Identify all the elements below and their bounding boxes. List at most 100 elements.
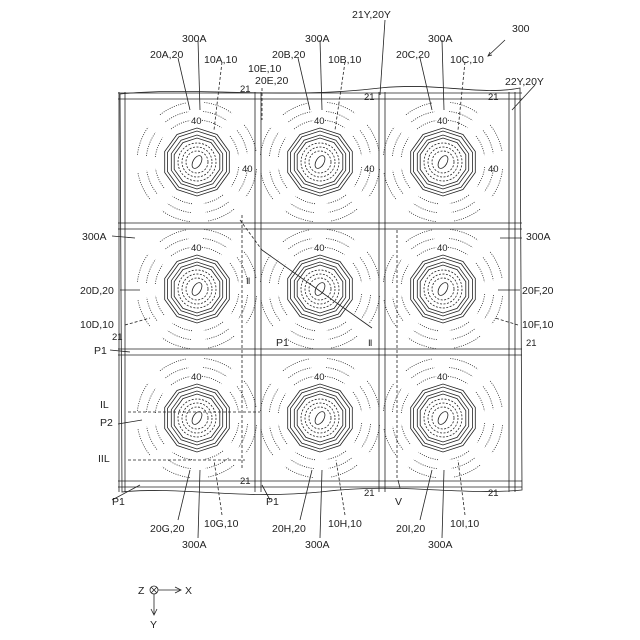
pattern-arc <box>353 263 361 282</box>
pattern-arc <box>449 367 473 376</box>
pattern-arc <box>419 452 438 460</box>
pattern-arc <box>354 294 362 313</box>
label-40-side: 40 <box>364 164 375 175</box>
pattern-arc <box>230 392 238 411</box>
pattern-arc <box>137 254 148 282</box>
pattern-arc <box>450 229 478 240</box>
cell-pattern-layer <box>137 102 502 477</box>
pattern-arc <box>167 331 191 340</box>
label-300a-3: 300A <box>428 33 453 45</box>
pattern-arc <box>160 230 187 242</box>
pattern-arc <box>353 136 361 155</box>
pattern-arc <box>362 424 371 448</box>
pattern-arc <box>327 195 346 203</box>
pattern-arc <box>450 322 469 330</box>
inner-ring <box>182 403 212 433</box>
pattern-arc <box>406 359 433 371</box>
inner-ring <box>178 143 216 181</box>
pattern-arc <box>483 387 493 410</box>
label-p1-center: P1 <box>276 337 289 349</box>
pattern-arc <box>204 102 232 113</box>
inner-ring <box>432 151 454 173</box>
pattern-arc <box>203 367 227 376</box>
pattern-arc <box>244 125 256 152</box>
pattern-arc <box>270 170 280 193</box>
label-10g: 10G,10 <box>204 518 239 530</box>
axis-z-label: Z <box>138 585 145 597</box>
label-300a-left: 300A <box>82 231 107 243</box>
pattern-arc <box>230 136 238 155</box>
label-21: 21 <box>240 476 251 487</box>
pattern-arc <box>413 204 437 213</box>
label-21: 21 <box>526 338 537 349</box>
decagon-ring <box>291 258 350 320</box>
decagon-ring <box>297 394 343 442</box>
pattern-arc <box>167 204 191 213</box>
pattern-arc <box>173 452 192 460</box>
label-10f: 10F,10 <box>522 319 554 331</box>
pattern-arc <box>402 425 410 444</box>
pattern-arc <box>417 248 436 256</box>
pattern-arc <box>173 323 192 331</box>
inner-ring <box>432 407 454 429</box>
pattern-arc <box>162 211 190 222</box>
decagon-ring <box>174 265 220 313</box>
pattern-arc <box>205 202 228 212</box>
decagon-ring <box>174 138 220 186</box>
pattern-arc <box>402 169 410 188</box>
pattern-arc <box>204 229 232 240</box>
label-20f: 20F,20 <box>522 285 554 297</box>
decagon-ring <box>291 387 350 449</box>
pattern-arc <box>138 428 150 455</box>
pattern-arc <box>490 252 502 279</box>
pattern-arc <box>384 172 396 199</box>
inner-ring <box>424 143 462 181</box>
decagon-ring <box>168 387 227 449</box>
pattern-arc <box>171 248 190 256</box>
label-v: V <box>395 496 402 508</box>
label-p1-left: P1 <box>94 345 107 357</box>
decagon-ring <box>420 394 466 442</box>
pattern-arc <box>453 209 480 221</box>
inner-ring <box>301 399 339 437</box>
pattern-arc <box>401 394 409 413</box>
label-p2: P2 <box>100 417 113 429</box>
label-40: 40 <box>191 243 202 254</box>
pattern-arc <box>453 336 480 348</box>
inner-ring <box>305 147 335 177</box>
pattern-arc <box>328 329 351 339</box>
pattern-arc <box>156 296 164 315</box>
pattern-arc <box>367 125 379 152</box>
pattern-arc <box>155 265 163 284</box>
label-21y: 21Y,20Y <box>352 9 391 21</box>
pattern-arc <box>485 424 494 448</box>
pattern-arc <box>283 230 310 242</box>
pattern-arc <box>260 383 271 411</box>
label-21: 21 <box>112 332 123 343</box>
decagon-ring <box>174 394 220 442</box>
inner-ring <box>186 151 208 173</box>
pattern-arc <box>360 387 370 410</box>
pattern-arc <box>204 322 223 330</box>
pattern-arc <box>289 239 312 249</box>
pattern-arc <box>269 259 278 283</box>
pattern-arc <box>202 120 221 128</box>
pattern-arc <box>384 299 396 326</box>
label-21: 21 <box>488 92 499 103</box>
pattern-arc <box>296 196 315 204</box>
inner-ring <box>424 270 462 308</box>
pattern-arc <box>406 103 433 115</box>
pattern-arc <box>160 103 187 115</box>
pattern-arc <box>207 336 234 348</box>
label-300a-1: 300A <box>182 33 207 45</box>
pattern-arc <box>490 381 502 408</box>
pattern-arc <box>449 238 473 247</box>
pattern-arc <box>231 167 239 186</box>
pattern-arc <box>327 451 346 459</box>
pattern-arc <box>147 426 157 449</box>
pattern-arc <box>138 299 150 326</box>
pattern-arc <box>231 294 239 313</box>
pattern-arc <box>167 460 191 469</box>
pattern-arc <box>330 465 357 477</box>
label-p1-bottom-center: P1 <box>266 496 279 508</box>
